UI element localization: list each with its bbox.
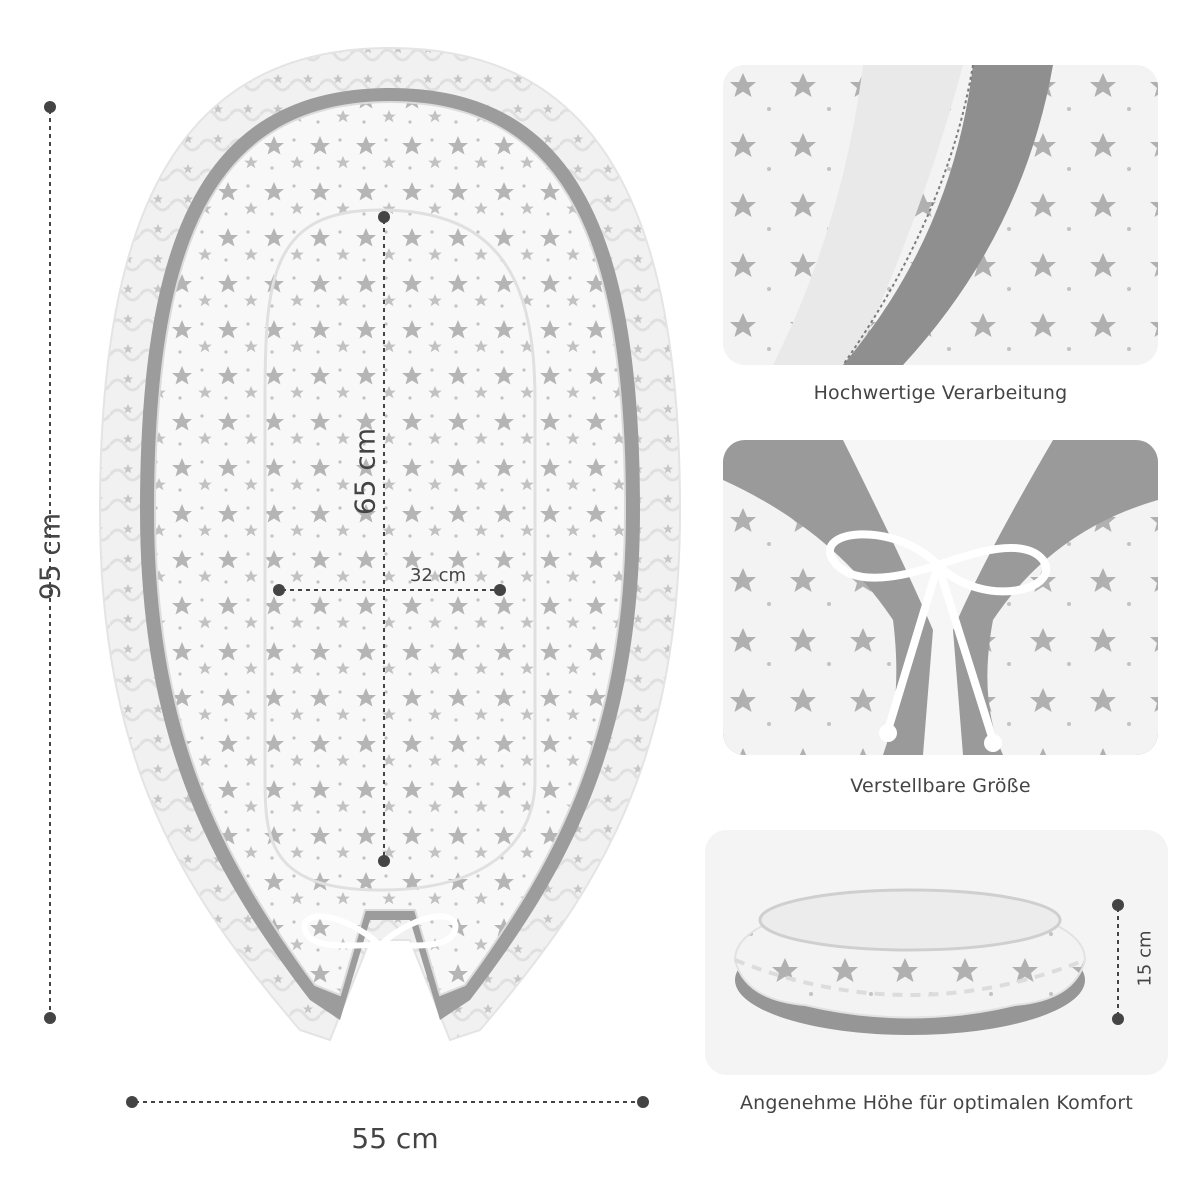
width-dimension-line [125,1095,650,1109]
caption-craftsmanship: Hochwertige Verarbeitung [813,382,1068,404]
baby-nest-main-image [80,40,700,1070]
caption-adjustable: Verstellbare Größe [850,775,1031,797]
seam-detail-image [723,65,1158,365]
caption-height: Angenehme Höhe für optimalen Komfort [739,1092,1134,1114]
height-label: 95 cm [33,512,67,601]
feature-panel-adjustable [723,440,1158,755]
width-label: 55 cm [351,1122,439,1155]
feature-panel-craftsmanship [723,65,1158,365]
side-height-dimension-line [1111,898,1125,1028]
inner-width-label: 32 cm [409,565,467,586]
inner-length-dimension-line [377,210,391,870]
feature-panel-height [705,830,1168,1075]
bow-detail-image [723,440,1158,755]
inner-width-dimension-line [272,583,507,597]
side-view-image [705,830,1168,1075]
inner-length-label: 65 cm [348,427,382,516]
height-dimension-line [43,100,57,1025]
side-height-label: 15 cm [1134,930,1156,987]
